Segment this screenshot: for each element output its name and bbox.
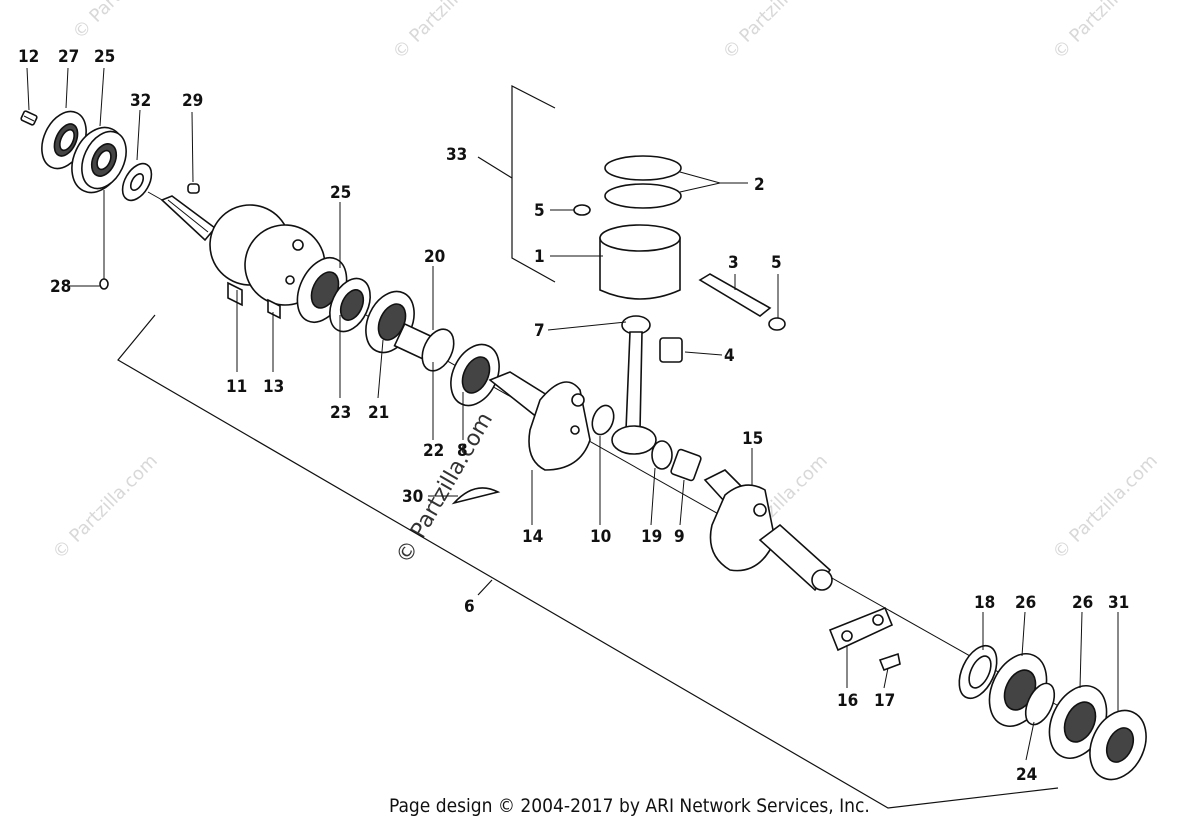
callout-23: 23 — [330, 403, 351, 423]
callout-8: 8 — [457, 441, 468, 461]
callout-22: 22 — [423, 441, 444, 461]
callout-20: 20 — [424, 247, 445, 267]
callout-27: 27 — [58, 47, 79, 67]
callout-9: 9 — [674, 527, 685, 547]
callout-11: 11 — [226, 377, 247, 397]
callout-19: 19 — [641, 527, 662, 547]
callout-10: 10 — [590, 527, 611, 547]
callout-26: 26 — [1015, 593, 1036, 613]
callout-15: 15 — [742, 429, 763, 449]
bearing-9 — [670, 448, 702, 482]
callout-12: 12 — [18, 47, 39, 67]
pin-3 — [698, 273, 772, 317]
callout-7: 7 — [534, 321, 545, 341]
callout-18: 18 — [974, 593, 995, 613]
callout-14: 14 — [522, 527, 543, 547]
callout-5: 5 — [534, 201, 545, 221]
callout-2: 2 — [754, 175, 765, 195]
footer-copyright: Page design © 2004-2017 by ARI Network S… — [389, 795, 870, 817]
callout-28: 28 — [50, 277, 71, 297]
ring-2 — [604, 155, 682, 181]
callout-16: 16 — [837, 691, 858, 711]
piston-1 — [599, 237, 681, 300]
pin-28 — [99, 278, 109, 290]
watermark: © Partzilla.com — [1049, 450, 1162, 563]
ring-22 — [421, 328, 455, 372]
callout-21: 21 — [368, 403, 389, 423]
callout-30: 30 — [402, 487, 423, 507]
plate-16 — [828, 606, 894, 652]
bearing-25-left — [71, 126, 127, 194]
callout-31: 31 — [1108, 593, 1129, 613]
key-30 — [451, 487, 501, 505]
washer-19 — [651, 440, 673, 470]
callout-5: 5 — [771, 253, 782, 273]
ring-24 — [1024, 682, 1056, 726]
crank-half-15 — [703, 469, 833, 592]
callout-24: 24 — [1016, 765, 1037, 785]
watermark: © Partzilla.com — [69, 0, 182, 44]
screw-17 — [878, 652, 901, 672]
callout-17: 17 — [874, 691, 895, 711]
callout-25: 25 — [94, 47, 115, 67]
watermark: © Partzilla.com — [719, 0, 832, 64]
watermark: © Partzilla.com — [49, 450, 162, 563]
callout-13: 13 — [263, 377, 284, 397]
washer-10 — [591, 404, 615, 436]
bearing-stack-left — [296, 257, 500, 407]
callout-4: 4 — [724, 346, 735, 366]
callout-33: 33 — [446, 145, 467, 165]
bearing-4 — [659, 337, 683, 363]
piston-assembly-bracket — [511, 85, 556, 283]
right-end-parts — [958, 644, 1147, 781]
callout-25: 25 — [330, 183, 351, 203]
leader-line — [477, 156, 513, 179]
watermark: © Partzilla.com — [389, 0, 502, 64]
connecting-rod-7 — [611, 315, 683, 455]
crankshaft-assembly-bracket — [117, 314, 1059, 809]
leader-line — [477, 579, 493, 596]
callout-1: 1 — [534, 247, 545, 267]
piston-assembly — [573, 155, 786, 331]
crank-half-14 — [488, 371, 615, 471]
callout-labels: 12 27 25 32 29 28 11 13 25 23 21 20 22 8… — [18, 47, 1129, 785]
callout-29: 29 — [182, 91, 203, 111]
watermark: © Partzilla.com — [1049, 0, 1162, 64]
callout-6: 6 — [464, 597, 475, 617]
callout-32: 32 — [130, 91, 151, 111]
small-bearings — [651, 440, 702, 482]
screw-12 — [20, 110, 38, 126]
clip-5 — [768, 317, 786, 331]
key-29 — [187, 183, 200, 194]
washer-32 — [121, 162, 153, 202]
left-end-parts — [20, 110, 200, 290]
callout-26: 26 — [1072, 593, 1093, 613]
ring-2 — [604, 183, 682, 209]
leader-lines — [26, 67, 1119, 761]
callout-3: 3 — [728, 253, 739, 273]
clip-5 — [573, 204, 591, 216]
